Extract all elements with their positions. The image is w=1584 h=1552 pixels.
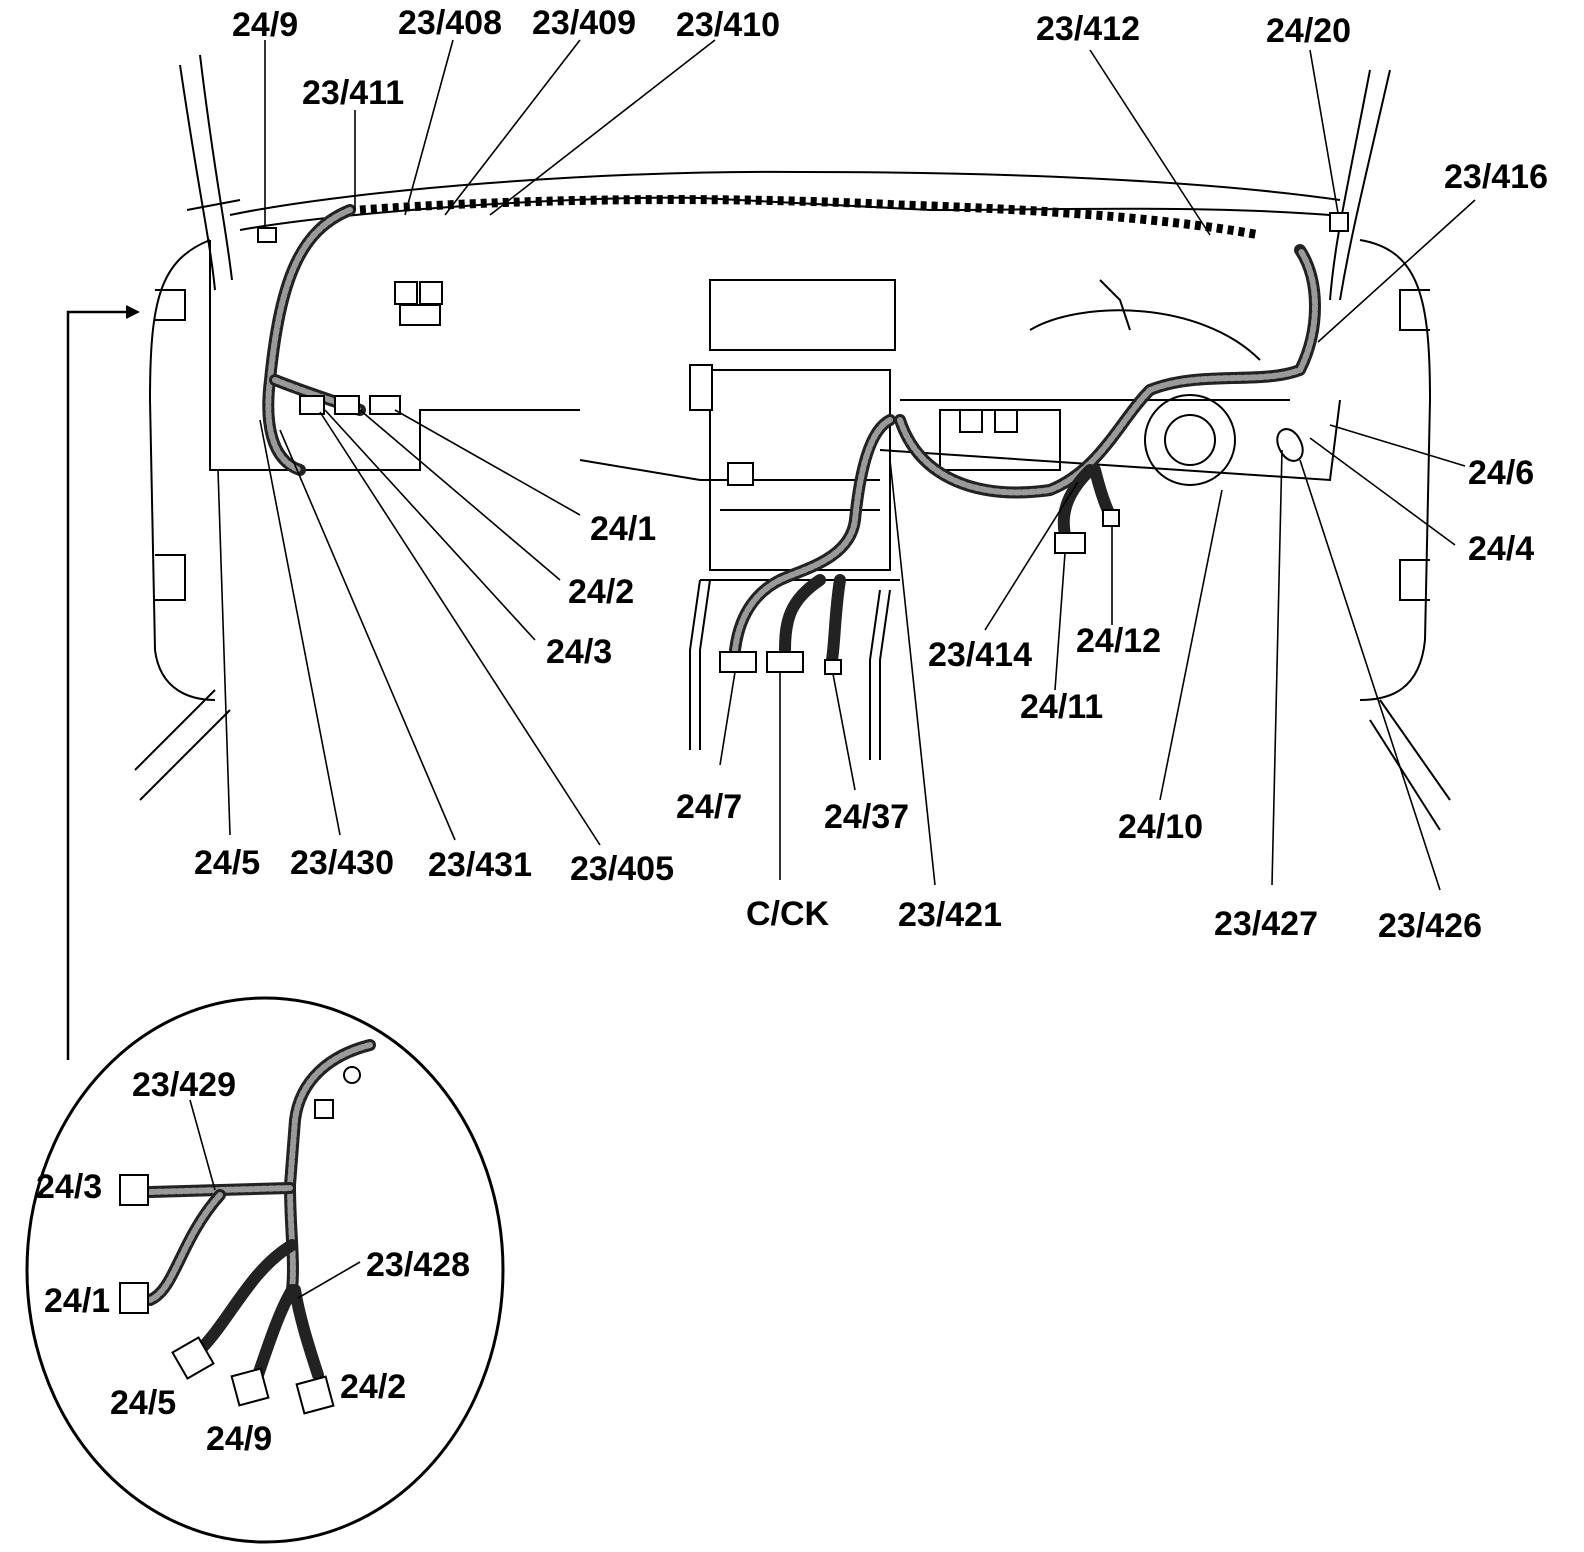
label-24-4: 24/4 [1468, 530, 1534, 568]
inset-label-23-428: 23/428 [366, 1246, 470, 1284]
label-24-20: 24/20 [1266, 12, 1351, 50]
label-23-410: 23/410 [676, 6, 780, 44]
inset-pointer-arrow [66, 305, 140, 1060]
inset-detail: 23/429 24/3 24/1 23/428 24/5 24/9 24/2 [25, 996, 505, 1544]
label-23-411: 23/411 [302, 74, 404, 112]
inset-label-24-2: 24/2 [340, 1368, 406, 1406]
connectors [257, 212, 1349, 675]
inset-label-23-429: 23/429 [132, 1066, 236, 1104]
harness-runs [262, 204, 1321, 666]
label-24-1: 24/1 [590, 510, 656, 548]
label-23-416: 23/416 [1444, 158, 1548, 196]
label-23-427: 23/427 [1214, 905, 1318, 943]
label-23-421: 23/421 [898, 896, 1002, 934]
label-23-412: 23/412 [1036, 10, 1140, 48]
label-24-11: 24/11 [1020, 688, 1103, 726]
label-23-414: 23/414 [928, 636, 1032, 674]
label-24-12: 24/12 [1076, 622, 1161, 660]
label-24-5: 24/5 [194, 844, 260, 882]
label-c-ck: C/CK [746, 895, 830, 933]
inset-label-24-1: 24/1 [44, 1282, 110, 1320]
leader-lines [217, 39, 1476, 891]
label-23-426: 23/426 [1378, 907, 1482, 945]
label-24-2: 24/2 [568, 573, 634, 611]
inset-label-24-9: 24/9 [206, 1420, 272, 1458]
top-harness-dashed [359, 195, 1261, 240]
label-24-7: 24/7 [676, 788, 742, 826]
label-23-430: 23/430 [290, 844, 394, 882]
label-24-37: 24/37 [824, 798, 909, 836]
label-24-6: 24/6 [1468, 454, 1534, 492]
label-23-409: 23/409 [532, 4, 636, 42]
label-23-408: 23/408 [398, 4, 502, 42]
main-labels: 24/9 23/408 23/409 23/410 23/412 24/20 2… [194, 4, 1548, 945]
label-23-431: 23/431 [428, 846, 532, 884]
label-24-10: 24/10 [1118, 808, 1203, 846]
label-24-3: 24/3 [546, 633, 612, 671]
label-24-9: 24/9 [232, 6, 298, 44]
dashboard-outline [134, 54, 1451, 831]
label-23-405: 23/405 [570, 850, 674, 888]
inset-circle [25, 996, 505, 1544]
inset-label-24-3: 24/3 [36, 1168, 102, 1206]
inset-label-24-5: 24/5 [110, 1384, 176, 1422]
